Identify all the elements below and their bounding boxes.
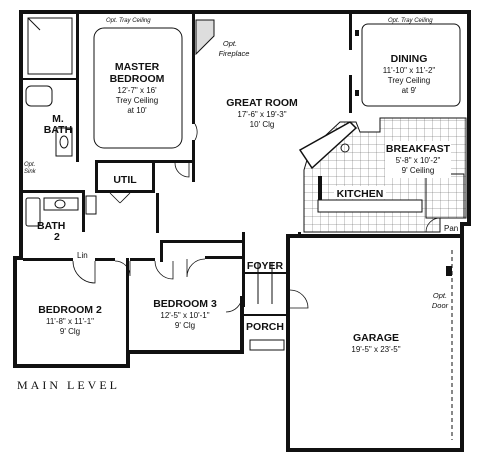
linen-label: Lin	[77, 251, 88, 260]
bath2-name-1: BATH	[37, 220, 65, 232]
porch-name: PORCH	[246, 321, 284, 333]
master-tray-outline	[93, 27, 183, 149]
dining-height: at 9'	[402, 86, 417, 95]
bedroom2-dim: 11'-8" x 11'-1"	[46, 317, 94, 326]
bedroom3-dim: 12'-5" x 10'-1"	[160, 311, 209, 320]
dining-tray-note: Opt. Tray Ceiling	[388, 18, 433, 24]
bedroom2-clg: 9' Clg	[60, 327, 80, 336]
master-bedroom-height: at 10'	[127, 106, 147, 115]
m-bath-name-1: M.	[52, 113, 64, 125]
dining-dim: 11'-10" x 11'-2"	[383, 66, 436, 75]
breakfast-clg: 9' Ceiling	[402, 166, 435, 175]
opt-sink-1: Opt.	[24, 162, 35, 168]
great-room-clg: 10' Clg	[250, 120, 275, 129]
tub-icon	[25, 85, 53, 107]
opt-fireplace-2: Fireplace	[219, 49, 250, 58]
kitchen-counter	[317, 199, 423, 213]
breakfast-name: BREAKFAST	[386, 143, 451, 155]
porch-detail	[249, 262, 285, 351]
garage-dim: 19'-5" x 23'-5"	[351, 345, 400, 354]
labels: Opt. Tray Ceiling Opt. Tray Ceiling MAST…	[17, 18, 458, 392]
bath-fixtures	[25, 17, 97, 227]
master-bedroom-ceiling: Trey Ceiling	[116, 96, 158, 105]
breakfast-label-bg	[385, 141, 451, 178]
master-bedroom-name-1: MASTER	[115, 61, 160, 73]
fireplace-icon	[195, 19, 215, 56]
great-room-dim: 17'-6" x 19'-3"	[237, 110, 286, 119]
bedroom3-clg: 9' Clg	[175, 321, 195, 330]
master-tray-note: Opt. Tray Ceiling	[106, 18, 151, 24]
master-bedroom-dim: 12'-7" x 16'	[117, 86, 157, 95]
dining-tray-outline	[361, 23, 461, 107]
breakfast-dim: 5'-8" x 10'-2"	[396, 156, 441, 165]
dining-name: DINING	[391, 53, 428, 65]
foyer-name: FOYER	[247, 260, 284, 272]
kitchen-name: KITCHEN	[337, 188, 384, 200]
doors	[72, 123, 441, 313]
great-room-name: GREAT ROOM	[226, 97, 298, 109]
master-bedroom-name-2: BEDROOM	[110, 73, 165, 85]
bedroom2-name: BEDROOM 2	[38, 304, 102, 316]
util-name: UTIL	[113, 174, 137, 186]
bedroom3-name: BEDROOM 3	[153, 298, 217, 310]
m-bath-name-2: BATH	[44, 124, 72, 136]
opt-door-1: Opt.	[433, 291, 447, 300]
main-level-title: MAIN LEVEL	[17, 378, 120, 392]
interior-walls	[23, 14, 352, 353]
linen-closet	[85, 195, 97, 215]
vanity-icon	[55, 127, 73, 157]
dining-ceiling: Trey Ceiling	[388, 76, 430, 85]
kitchen-label-bg	[334, 186, 386, 199]
garage-name: GARAGE	[353, 332, 399, 344]
dining-window-marks	[355, 30, 359, 96]
sink-icon	[340, 143, 350, 153]
toilet-icon	[59, 135, 69, 149]
opt-door-2: Door	[432, 301, 449, 310]
pan-label: Pan	[444, 224, 458, 233]
opt-fireplace-1: Opt.	[223, 39, 237, 48]
bath2-vanity-icon	[43, 197, 79, 211]
exterior-walls	[13, 10, 471, 452]
opt-sink-2: Sink	[24, 169, 37, 175]
bath2-name-2: 2	[54, 231, 60, 243]
